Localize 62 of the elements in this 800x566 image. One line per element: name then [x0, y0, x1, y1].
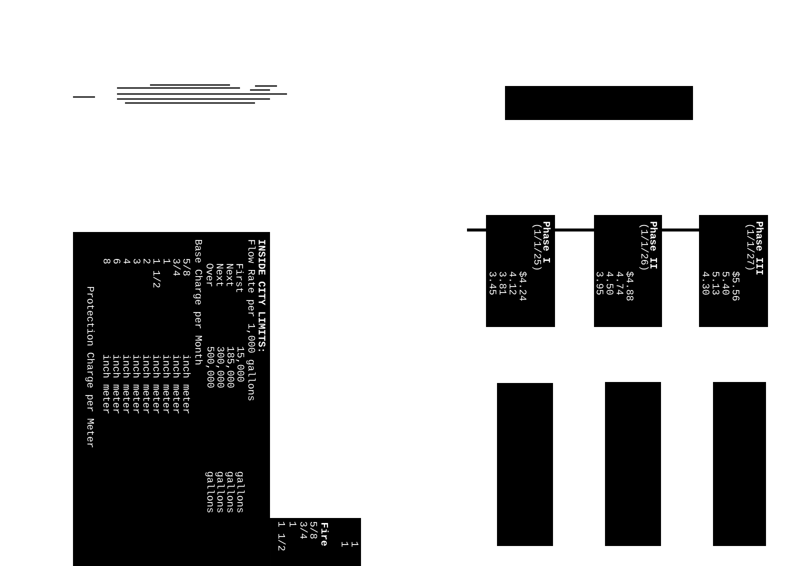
table-cell: Base Charge per Month [193, 240, 203, 364]
table-cell: inch meter [133, 354, 141, 414]
table-cell: $4.24 [519, 272, 527, 301]
table-cell: 1 [352, 542, 358, 547]
table-cell: 5/8 [183, 258, 191, 276]
table-cell: 500,000 [206, 346, 214, 388]
table-cell: 4.74 [616, 272, 624, 295]
table-cell: Protection Charge per Meter [85, 287, 95, 448]
table-cell: Next [216, 264, 224, 286]
table-cell: 3.45 [490, 272, 496, 295]
table-cell: inch meter [173, 354, 181, 414]
table-cell: inch meter [123, 354, 131, 414]
table-cell: inch meter [153, 354, 161, 414]
table-cell: 3 [134, 258, 140, 264]
table-cell: 1 1/2 [278, 522, 286, 550]
table-cell: 4 [124, 258, 130, 264]
table-cell: Flow Rate per 1,000 gallons [246, 240, 256, 400]
table-cell: 1 1/2 [153, 258, 161, 288]
table-cell: 5.40 [722, 272, 730, 295]
table-cell: 15,000 [236, 346, 244, 382]
table-cell: 3/4 [300, 522, 308, 539]
table-cell: 4.30 [702, 272, 710, 295]
table-cell: Over [206, 264, 214, 286]
table-heading: Phase I [543, 222, 551, 262]
table-cell: gallons [225, 472, 235, 512]
text-panel [605, 382, 661, 546]
table-cell: inch meter [113, 354, 121, 414]
table-heading: Phase III [756, 222, 764, 274]
table-cell: $4.88 [626, 272, 634, 301]
table-cell: 5/8 [310, 522, 318, 539]
table-cell: 6 [114, 258, 120, 264]
table-cell: $5.56 [732, 272, 740, 301]
table-cell: 3.95 [596, 272, 604, 295]
table-cell: 4.12 [510, 272, 516, 294]
table-cell: gallons [235, 472, 245, 512]
table-cell: Next [226, 264, 234, 286]
table-cell: 300,000 [216, 346, 224, 388]
table-cell: 8 [104, 258, 110, 264]
table-cell: 1 [290, 522, 296, 527]
table-cell: 3.81 [500, 272, 506, 295]
table-heading: Phase II [650, 222, 658, 268]
table-cell: gallons [215, 472, 225, 512]
table-cell: 1 [342, 542, 348, 547]
text-panel [497, 383, 553, 546]
table-cell: 3/4 [173, 258, 181, 276]
table-cell: gallons [205, 472, 215, 512]
table-cell: 4.50 [606, 272, 614, 295]
table-heading: Fire [321, 523, 329, 546]
table-cell: inch meter [143, 354, 151, 414]
table-cell: 2 [144, 258, 150, 264]
table-cell: (1/1/25) [532, 224, 542, 270]
table-cell: (1/1/26) [639, 224, 649, 270]
text-panel [713, 382, 766, 546]
table-cell: First [236, 264, 244, 292]
table-cell: inch meter [163, 354, 171, 414]
table-cell: 5.13 [712, 272, 720, 295]
table-cell: inch meter [103, 354, 111, 414]
table-cell: (1/1/27) [745, 224, 755, 270]
table-heading: INSIDE CITY LIMITS: [258, 240, 266, 351]
table-cell: inch meter [183, 354, 191, 414]
table-cell: 1 [164, 258, 170, 264]
table-cell: 185,000 [226, 346, 234, 388]
